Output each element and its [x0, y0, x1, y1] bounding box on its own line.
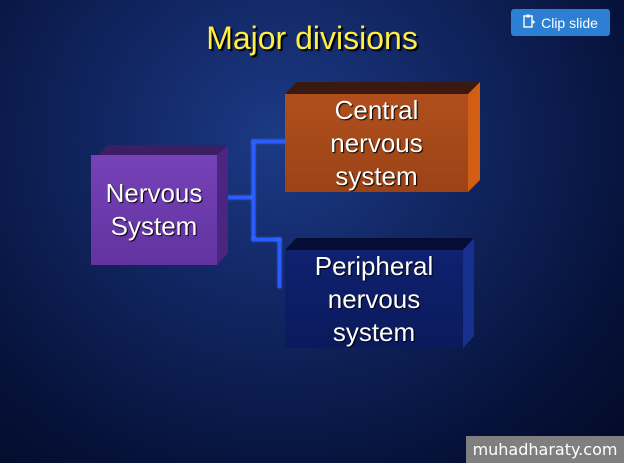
clip-slide-label: Clip slide — [541, 14, 598, 31]
central-nervous-system-label: Central nervous system — [330, 94, 423, 191]
watermark: muhadharaty.com — [466, 436, 624, 463]
peripheral-nervous-system-label: Peripheral nervous system — [314, 250, 434, 347]
connector-to-peripheral — [252, 238, 281, 241]
clip-icon — [523, 14, 536, 31]
connector-to-central — [252, 140, 287, 143]
connector-stem — [222, 196, 254, 199]
clip-slide-button[interactable]: Clip slide — [511, 9, 610, 36]
connector-vertical — [252, 140, 255, 240]
nervous-system-label: Nervous System — [105, 178, 203, 241]
connector-peripheral-drop — [278, 238, 281, 288]
slide-title: Major divisions — [206, 20, 418, 56]
